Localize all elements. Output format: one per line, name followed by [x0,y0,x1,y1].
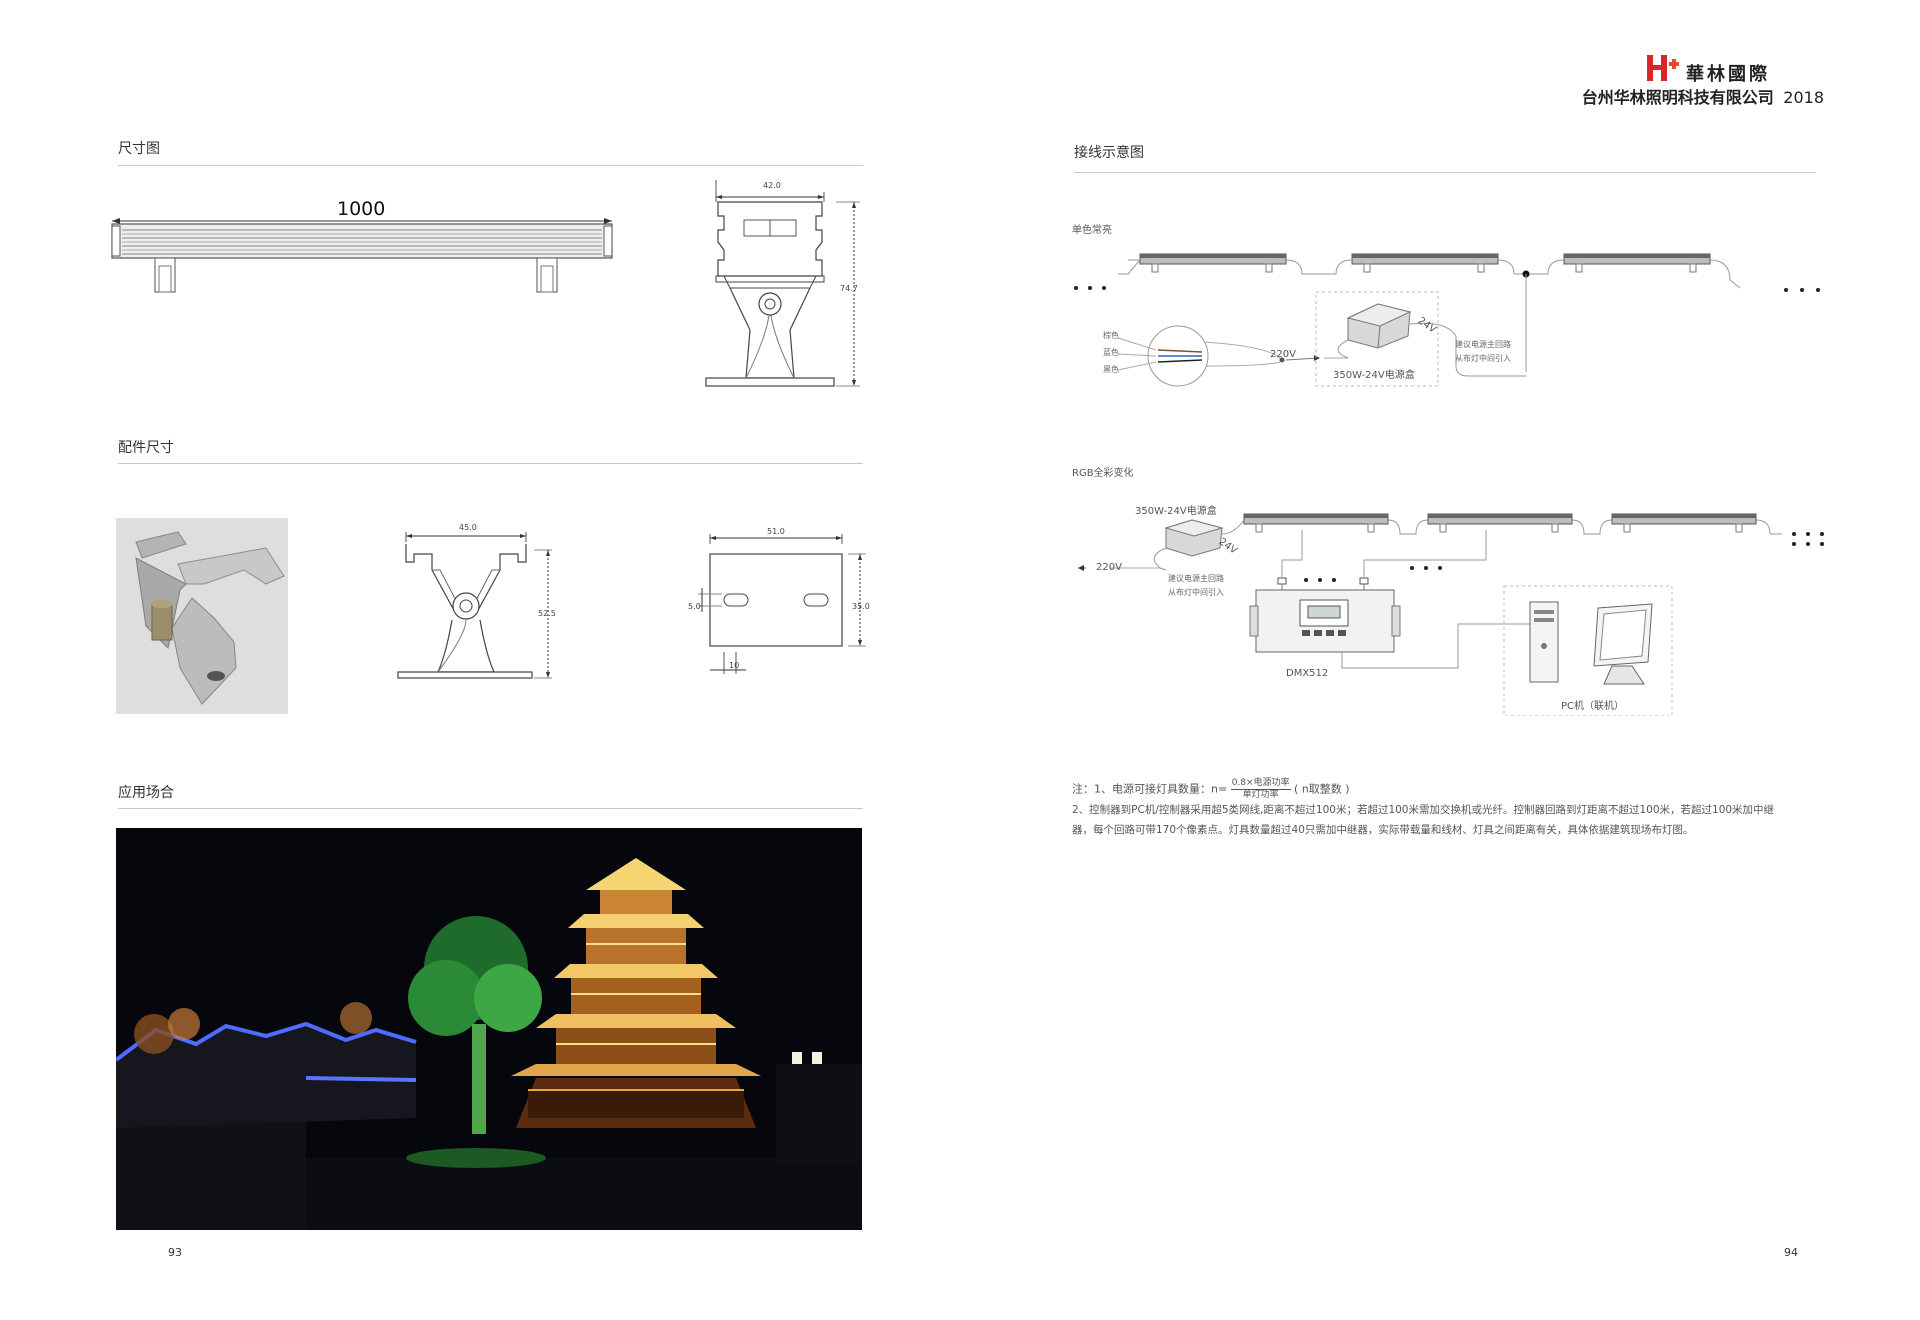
plate-hole-label: 5.0 [688,602,701,611]
application-section-title: 应用场合 [118,785,174,801]
company-name-text: 台州华林照明科技有限公司 [1581,88,1774,107]
mono-diagram-title: 单色常亮 [1072,225,1112,236]
fraction-numerator: 0.8×电源功率 [1230,778,1291,790]
left-page-number: 93 [168,1246,182,1259]
plate-drawing [698,534,866,674]
end-width-label: 42.0 [763,181,781,190]
accessory-section-rule [118,463,863,464]
brand-name: 華林國際 [1686,64,1770,85]
plate-width-label: 51.0 [767,527,785,536]
company-year: 2018 [1783,88,1824,107]
wire-brown-label: 棕色 [1103,331,1119,340]
accessory-section-title: 配件尺寸 [118,440,174,456]
company-name: 台州华林照明科技有限公司 2018 [1560,84,1824,108]
bar-length-label: 1000 [337,198,386,220]
note-prefix: 注：1、电源可接灯具数量：n= [1072,782,1228,796]
dimension-section-rule [118,165,863,166]
rgb-advice-line2: 从布灯中间引入 [1168,588,1224,597]
fraction-denominator: 单灯功率 [1242,790,1279,800]
plate-height-label: 35.0 [852,602,870,611]
rgb-220v-label: 220V [1096,562,1122,573]
wiring-section-rule [1074,172,1816,173]
application-photo [116,828,862,1230]
wire-black-label: 黑色 [1103,365,1119,374]
brand-logo [1645,52,1681,84]
rgb-wiring-diagram [1078,513,1824,716]
plate-offset-label: 10 [729,661,740,670]
rgb-diagram-title: RGB全彩变化 [1072,468,1134,479]
brand-logo-icon [1647,55,1679,81]
rgb-psu-label: 350W-24V电源盒 [1135,506,1217,517]
mono-220v-label: 220V [1270,349,1296,360]
end-height-label: 74.7 [840,284,858,293]
pc-label: PC机（联机） [1561,701,1625,712]
mono-wiring-diagram [1074,253,1820,387]
note-line-3: 器，每个回路可带170个像素点。灯具数量超过40只需加中继器，实际带载量和线材、… [1072,824,1694,836]
wire-blue-label: 蓝色 [1103,348,1119,357]
mono-psu-label: 350W-24V电源盒 [1333,370,1415,381]
dmx-label: DMX512 [1286,668,1329,679]
bar-dimension-drawing [111,218,613,293]
note-fraction: 0.8×电源功率 单灯功率 [1230,778,1291,801]
note-line-1: 注：1、电源可接灯具数量：n= 0.8×电源功率 单灯功率 ( n取整数 ) [1072,778,1350,801]
end-view-drawing [705,180,860,387]
bracket-height-label: 52.5 [538,609,556,618]
mono-advice-line1: 建议电源主回路 [1455,340,1511,349]
mono-advice-line2: 从布灯中间引入 [1455,354,1511,363]
right-page-number: 94 [1784,1246,1798,1259]
rgb-advice-line1: 建议电源主回路 [1168,574,1224,583]
application-section-rule [118,808,863,809]
wiring-section-title: 接线示意图 [1074,145,1144,161]
bracket-width-label: 45.0 [459,523,477,532]
dimension-section-title: 尺寸图 [118,141,160,157]
note-suffix: ( n取整数 ) [1294,782,1350,796]
note-line-2: 2、控制器到PC机/控制器采用超5类网线,距离不超过100米；若超过100米需加… [1072,804,1775,816]
bracket-photo [116,518,288,714]
bracket-drawing [397,532,552,679]
